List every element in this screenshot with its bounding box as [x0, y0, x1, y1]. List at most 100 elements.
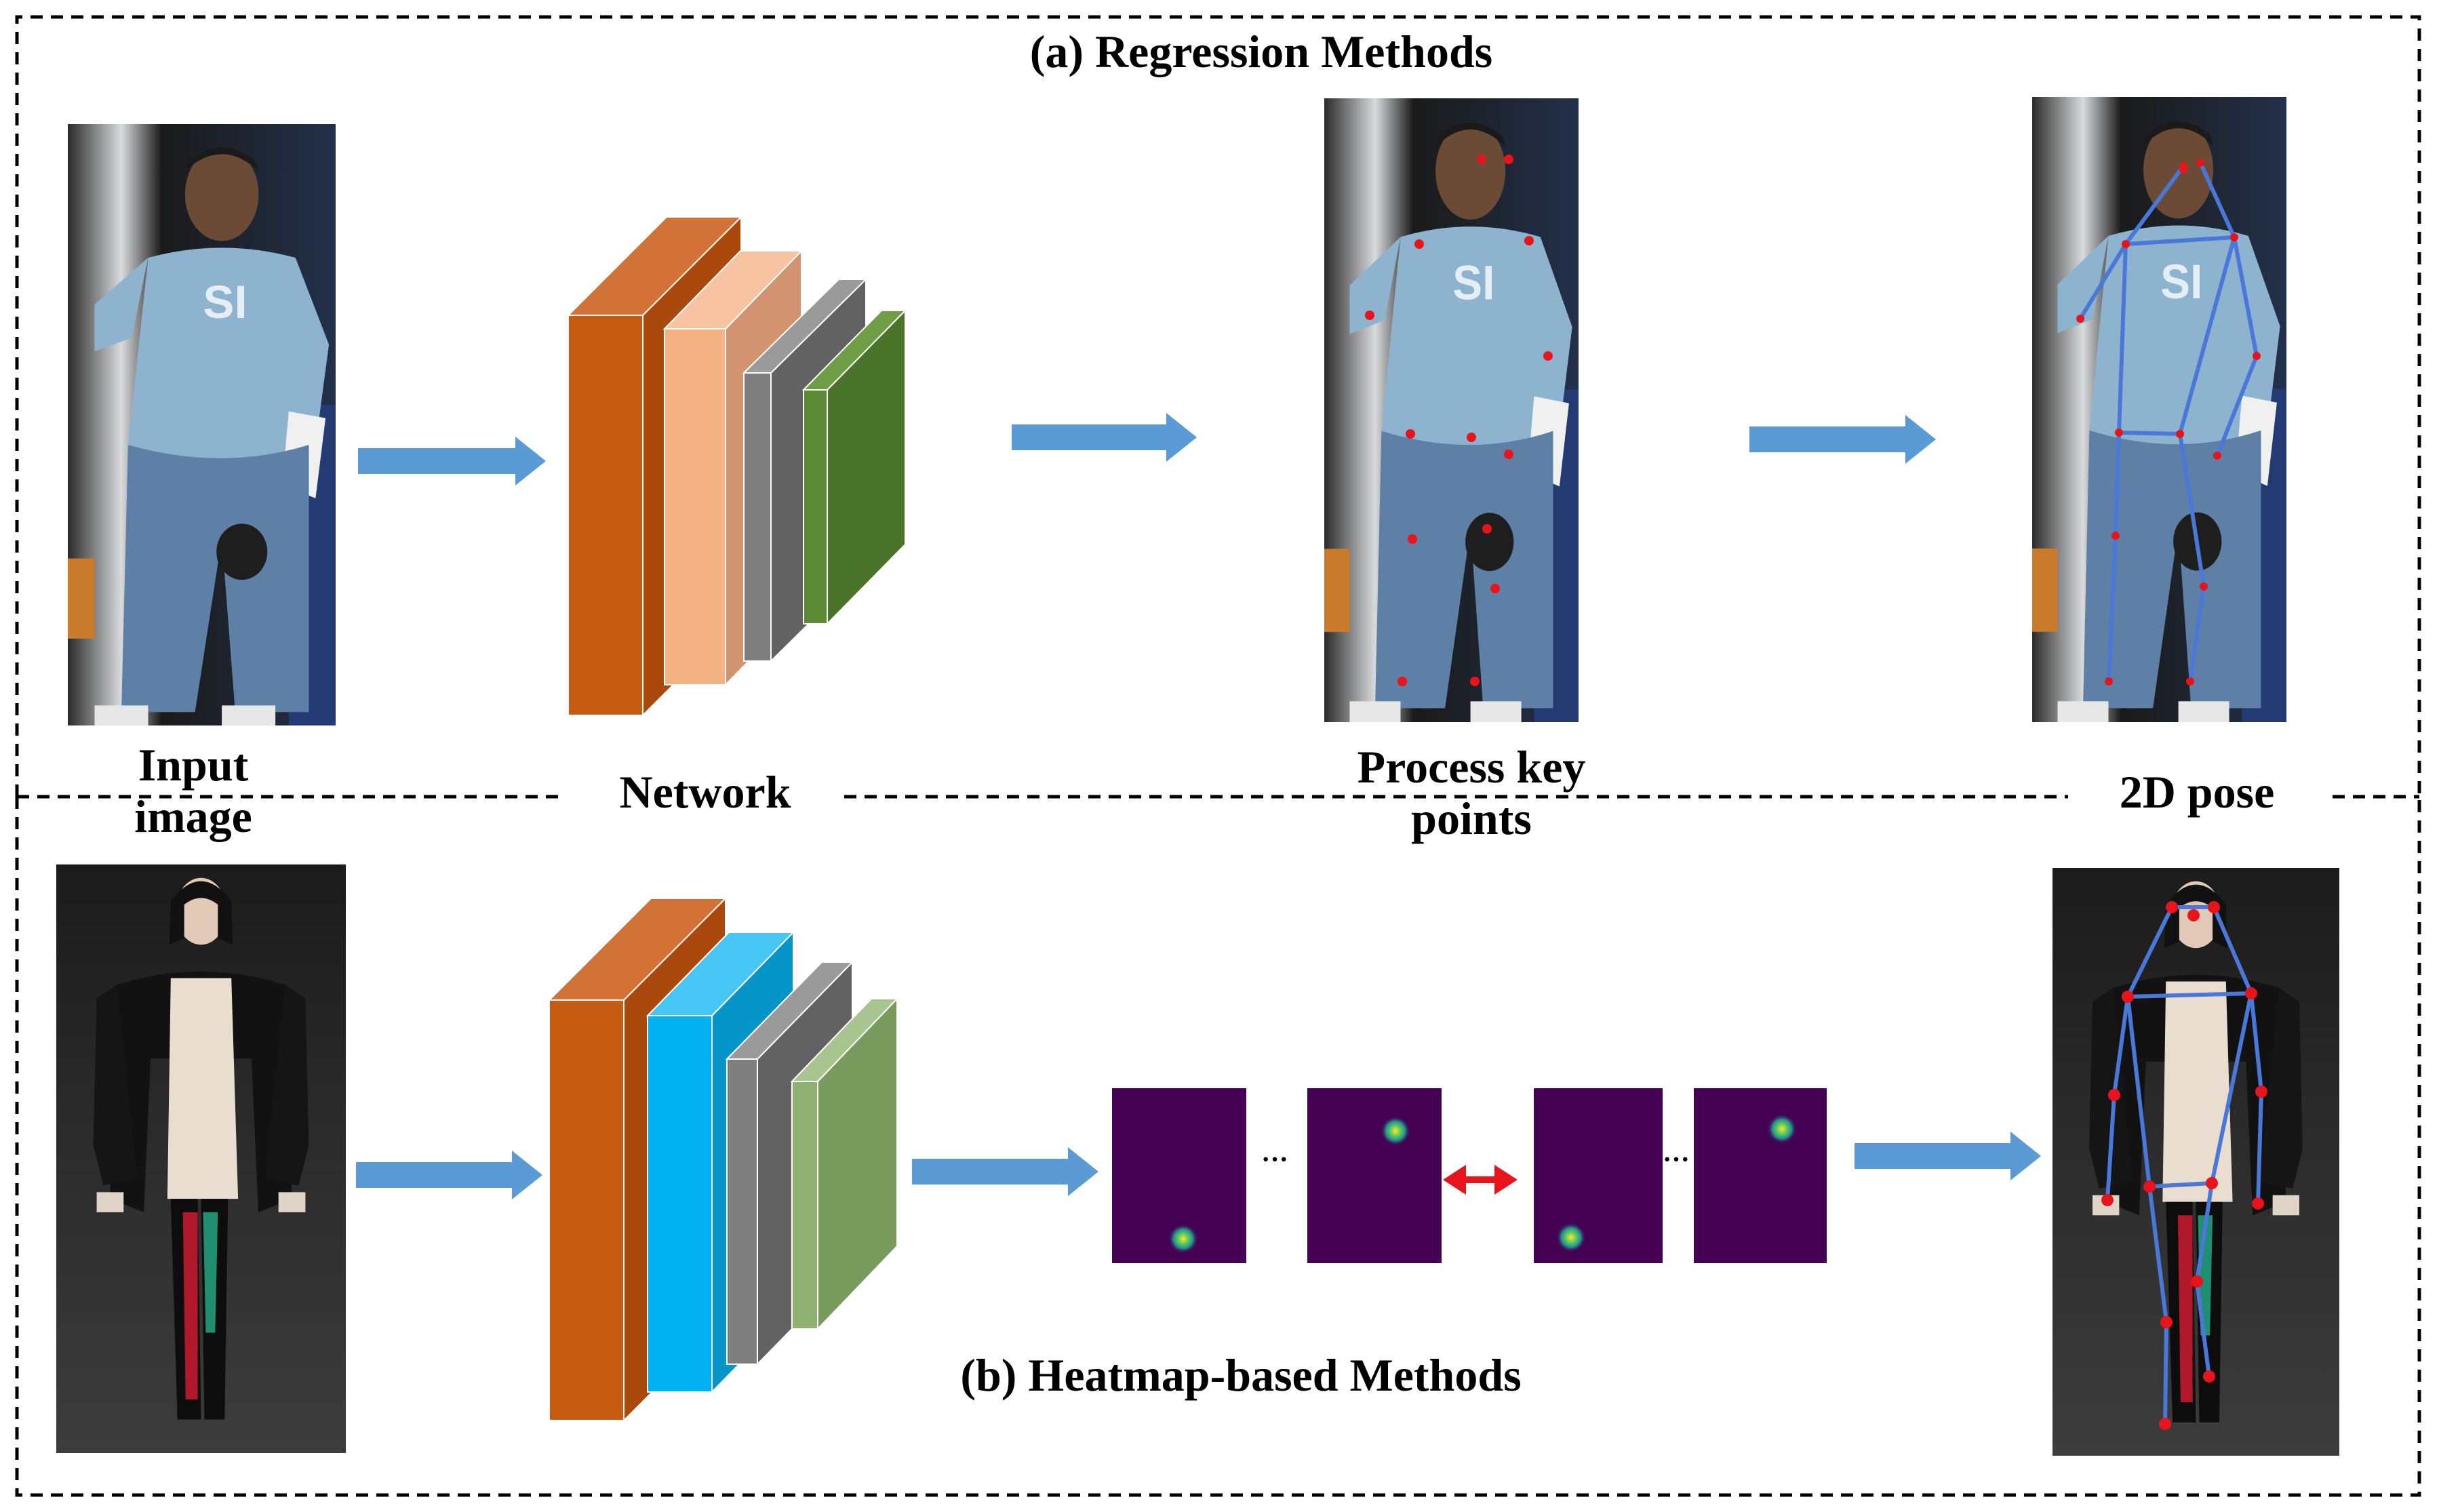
right-arrow-icon-5	[912, 1147, 1098, 1196]
skeleton-bone-a-5	[2215, 355, 2259, 457]
skeleton-joint-b-14	[2203, 1370, 2215, 1382]
heatmap-1-peak	[1168, 1224, 1198, 1254]
skeleton-joint-a-11	[2105, 677, 2113, 685]
skeleton-bone-a-4	[2232, 237, 2259, 357]
skeleton-bone-a-1	[2198, 161, 2236, 239]
heatmap-1	[1112, 1088, 1246, 1263]
skeleton-bone-b-4	[2112, 996, 2130, 1096]
keypoint-dot-1	[1504, 155, 1513, 164]
keypoint-dot-12	[1470, 677, 1480, 686]
right-arrow-icon-4	[356, 1151, 542, 1199]
skeleton-joint-b-11	[2160, 1316, 2173, 1328]
keypoint-dot-4	[1365, 311, 1374, 320]
skeleton-bone-b-9	[2210, 993, 2253, 1184]
keypoints-photo-image	[1324, 98, 1579, 722]
skeleton-joint-a-4	[2076, 315, 2084, 323]
process-key-points-label: Process key points	[1295, 741, 1648, 844]
heatmap-3-bg	[1534, 1088, 1663, 1263]
keypoint-dot-5	[1543, 351, 1553, 361]
skeleton-joint-a-5	[2253, 352, 2261, 360]
skeleton-bone-a-0	[2124, 165, 2185, 245]
skeleton-joint-b-6	[2255, 1086, 2267, 1098]
regression-section-title: (a) Regression Methods	[1029, 26, 1493, 77]
double-arrow-head-right	[1494, 1165, 1518, 1195]
skeleton-joint-b-9	[2143, 1180, 2156, 1193]
network-label: Network	[619, 766, 791, 818]
skeleton-joint-a-7	[2176, 430, 2184, 438]
heatmap-4	[1694, 1088, 1827, 1263]
skeleton-bone-a-6	[2117, 243, 2128, 433]
skeleton-bone-b-11	[2147, 1186, 2168, 1323]
keypoint-dot-6	[1406, 429, 1415, 439]
skeleton-joint-a-6	[2115, 429, 2123, 437]
pose-photo-heatmap-image	[2053, 868, 2339, 1456]
skeleton-bone-a-10	[2107, 535, 2118, 682]
ellipsis-left: ···	[1261, 1144, 1289, 1174]
skeleton-joint-b-8	[2252, 1197, 2264, 1210]
heatmap-2-peak	[1381, 1116, 1410, 1146]
skeleton-bone-b-14	[2195, 1281, 2211, 1377]
skeleton-joint-a-12	[2186, 677, 2194, 685]
skeleton-bone-b-2	[2212, 906, 2253, 995]
input-photo-heatmap	[56, 864, 346, 1453]
keypoint-dot-8	[1504, 450, 1513, 459]
skeleton-joint-b-2	[2208, 901, 2220, 913]
regression-layer-1-front	[568, 315, 643, 716]
heatmap-layer-4	[790, 997, 899, 1331]
skeleton-bone-b-13	[2195, 1182, 2214, 1282]
double-arrow-head-left	[1443, 1165, 1466, 1195]
pose-photo-regression-image	[2032, 97, 2286, 722]
skeleton-bone-a-2	[2125, 235, 2235, 246]
double-headed-arrow-icon	[1443, 1165, 1518, 1195]
right-arrow-icon-2	[1012, 413, 1197, 462]
heatmap-3-peak	[1556, 1222, 1586, 1252]
pose-photo-heatmap	[2053, 868, 2339, 1456]
regression-layer-4-front	[803, 389, 828, 624]
skeleton-bone-a-12	[2188, 586, 2206, 682]
skeleton-bone-b-8	[2126, 996, 2152, 1187]
skeleton-bone-b-7	[2256, 1091, 2263, 1204]
input-photo-regression	[68, 124, 336, 725]
skeleton-bone-b-1	[2126, 906, 2174, 998]
regression-frame	[15, 15, 2421, 797]
skeleton-joint-b-10	[2206, 1177, 2218, 1189]
skeleton-joint-b-5	[2108, 1089, 2120, 1101]
skeleton-joint-b-7	[2101, 1194, 2114, 1206]
skeleton-bone-a-8	[2118, 431, 2181, 436]
skeleton-joint-b-0	[2187, 909, 2200, 921]
skeleton-bone-a-7	[2178, 237, 2236, 435]
skeleton-bone-a-3	[2078, 243, 2128, 320]
heatmap-frame	[15, 797, 2421, 1497]
input-photo-heatmap-image	[56, 864, 346, 1453]
ellipsis-right: ···	[1662, 1144, 1690, 1174]
pose-2d-label: 2D pose	[2119, 766, 2275, 818]
pose-photo-regression	[2032, 97, 2286, 722]
input-image-label-line2: image	[134, 791, 252, 843]
keypoint-dot-9	[1408, 534, 1417, 544]
skeleton-bone-b-12	[2163, 1321, 2168, 1425]
skeleton-bone-a-9	[2114, 432, 2121, 536]
regression-layer-4	[801, 309, 907, 626]
skeleton-bone-a-11	[2178, 433, 2206, 587]
keypoints-photo	[1324, 98, 1579, 722]
input-image-label: Input image	[95, 739, 292, 842]
skeleton-bone-b-3	[2127, 991, 2252, 999]
skeleton-joint-a-8	[2213, 452, 2221, 460]
skeleton-bone-b-10	[2149, 1181, 2213, 1189]
skeleton-joint-a-2	[2122, 240, 2130, 248]
input-photo-regression-image	[68, 124, 336, 725]
skeleton-joint-b-3	[2122, 991, 2134, 1003]
skeleton-joint-a-9	[2111, 532, 2120, 540]
heatmap-4-peak	[1767, 1114, 1797, 1144]
right-arrow-icon-1	[358, 437, 546, 485]
keypoint-dot-0	[1477, 155, 1486, 164]
right-arrow-icon-3	[1749, 415, 1936, 464]
keypoint-dot-2	[1414, 239, 1424, 249]
right-arrow-icon-6	[1855, 1132, 2041, 1180]
skeleton-joint-a-10	[2200, 582, 2208, 591]
heatmap-2-bg	[1307, 1088, 1442, 1263]
skeleton-bone-b-6	[2249, 993, 2263, 1092]
regression-layer-3-front	[743, 372, 772, 662]
